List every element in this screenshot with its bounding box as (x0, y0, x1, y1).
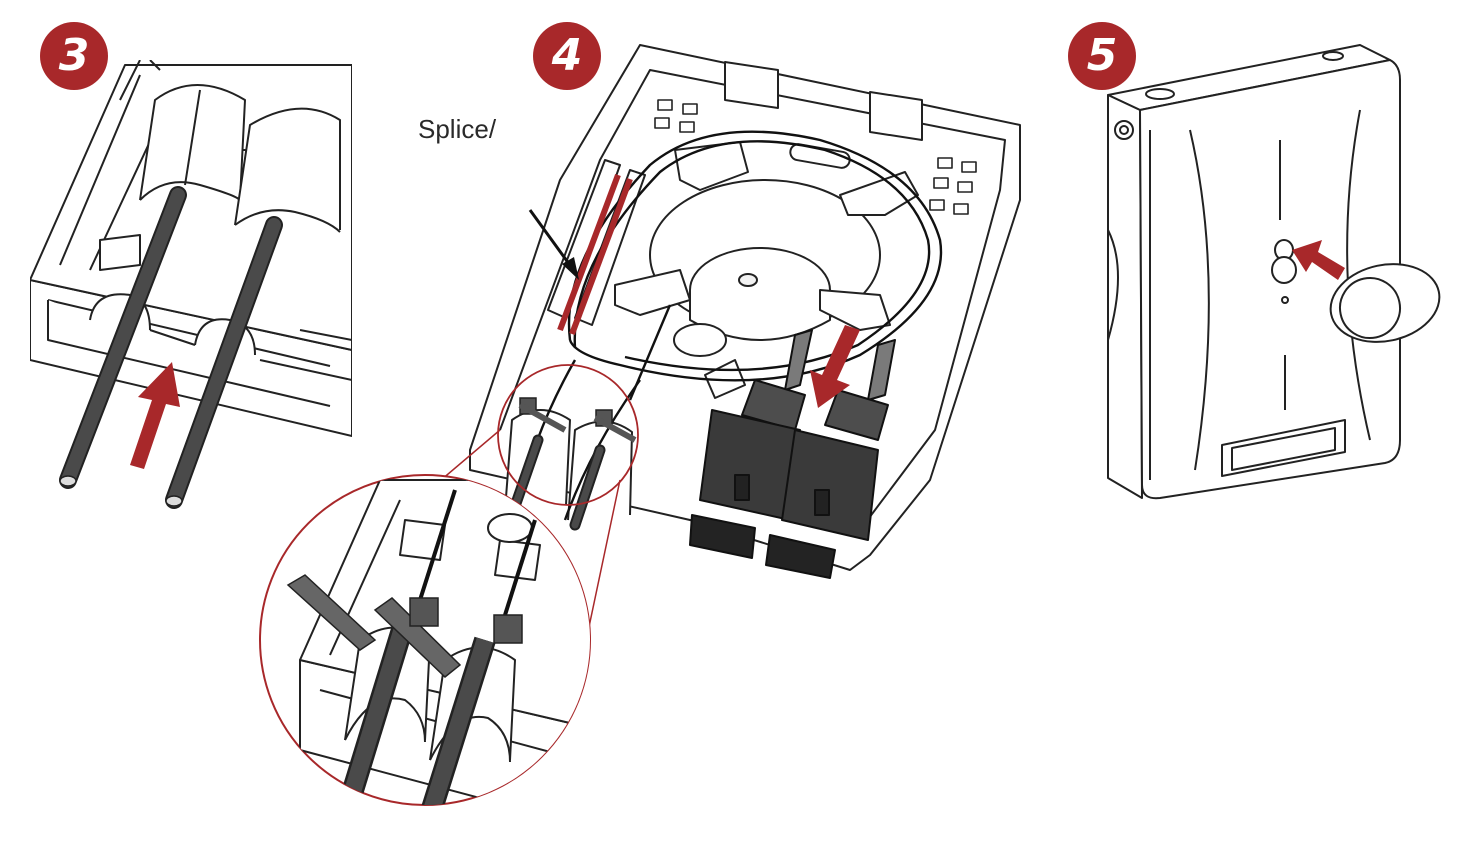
step-4-badge: 4 (533, 22, 601, 90)
downward-arrow-icon (810, 325, 860, 408)
step-4-number: 4 (551, 30, 583, 81)
screw-pointer-arrow-icon (1292, 240, 1345, 280)
splice-label: Splice/ (418, 114, 497, 144)
splice-protector (557, 173, 633, 336)
step-5-illustration (1107, 44, 1441, 500)
callout-arrow-icon (528, 209, 579, 280)
zoom-source-circle (497, 364, 639, 506)
step-4-cables (506, 397, 637, 531)
zoom-detail-cables (286, 489, 537, 805)
step-5-badge: 5 (1068, 22, 1136, 90)
insertion-arrow-icon (130, 362, 180, 469)
step-3-illustration (30, 60, 352, 437)
step-5-number: 5 (1086, 30, 1118, 81)
sc-adapters (689, 329, 896, 579)
step-3-cables (59, 186, 283, 509)
step-3-badge: 3 (40, 22, 108, 90)
step-4-illustration (469, 44, 1021, 571)
step-3-number: 3 (58, 30, 90, 81)
